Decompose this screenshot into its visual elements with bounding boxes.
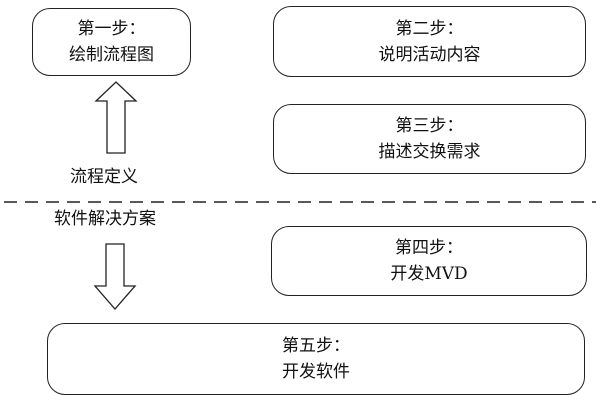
- step-1-description: 绘制流程图: [69, 45, 154, 65]
- step-3-box: 第三步： 描述交换需求: [273, 104, 586, 174]
- step-4-description: 开发MVD: [390, 264, 468, 284]
- down-arrow-icon: [93, 243, 137, 310]
- step-3-description: 描述交换需求: [378, 142, 481, 162]
- step-2-box: 第二步： 说明活动内容: [273, 6, 586, 77]
- step-4-box: 第四步： 开发MVD: [271, 226, 587, 296]
- step-5-title: 第五步：: [282, 336, 350, 356]
- step-2-title: 第二步：: [395, 18, 464, 39]
- step-1-box: 第一步： 绘制流程图: [32, 8, 191, 76]
- software-solution-label: 软件解决方案: [54, 209, 156, 229]
- process-definition-label: 流程定义: [70, 167, 138, 187]
- step-4-title: 第四步：: [395, 238, 463, 258]
- step-1-title: 第一步：: [77, 19, 146, 39]
- step-5-description: 开发软件: [282, 362, 350, 382]
- step-5-box: 第五步： 开发软件: [47, 323, 585, 395]
- step-2-description: 说明活动内容: [378, 44, 481, 65]
- up-arrow-icon: [94, 81, 138, 154]
- step-3-title: 第三步：: [395, 116, 464, 136]
